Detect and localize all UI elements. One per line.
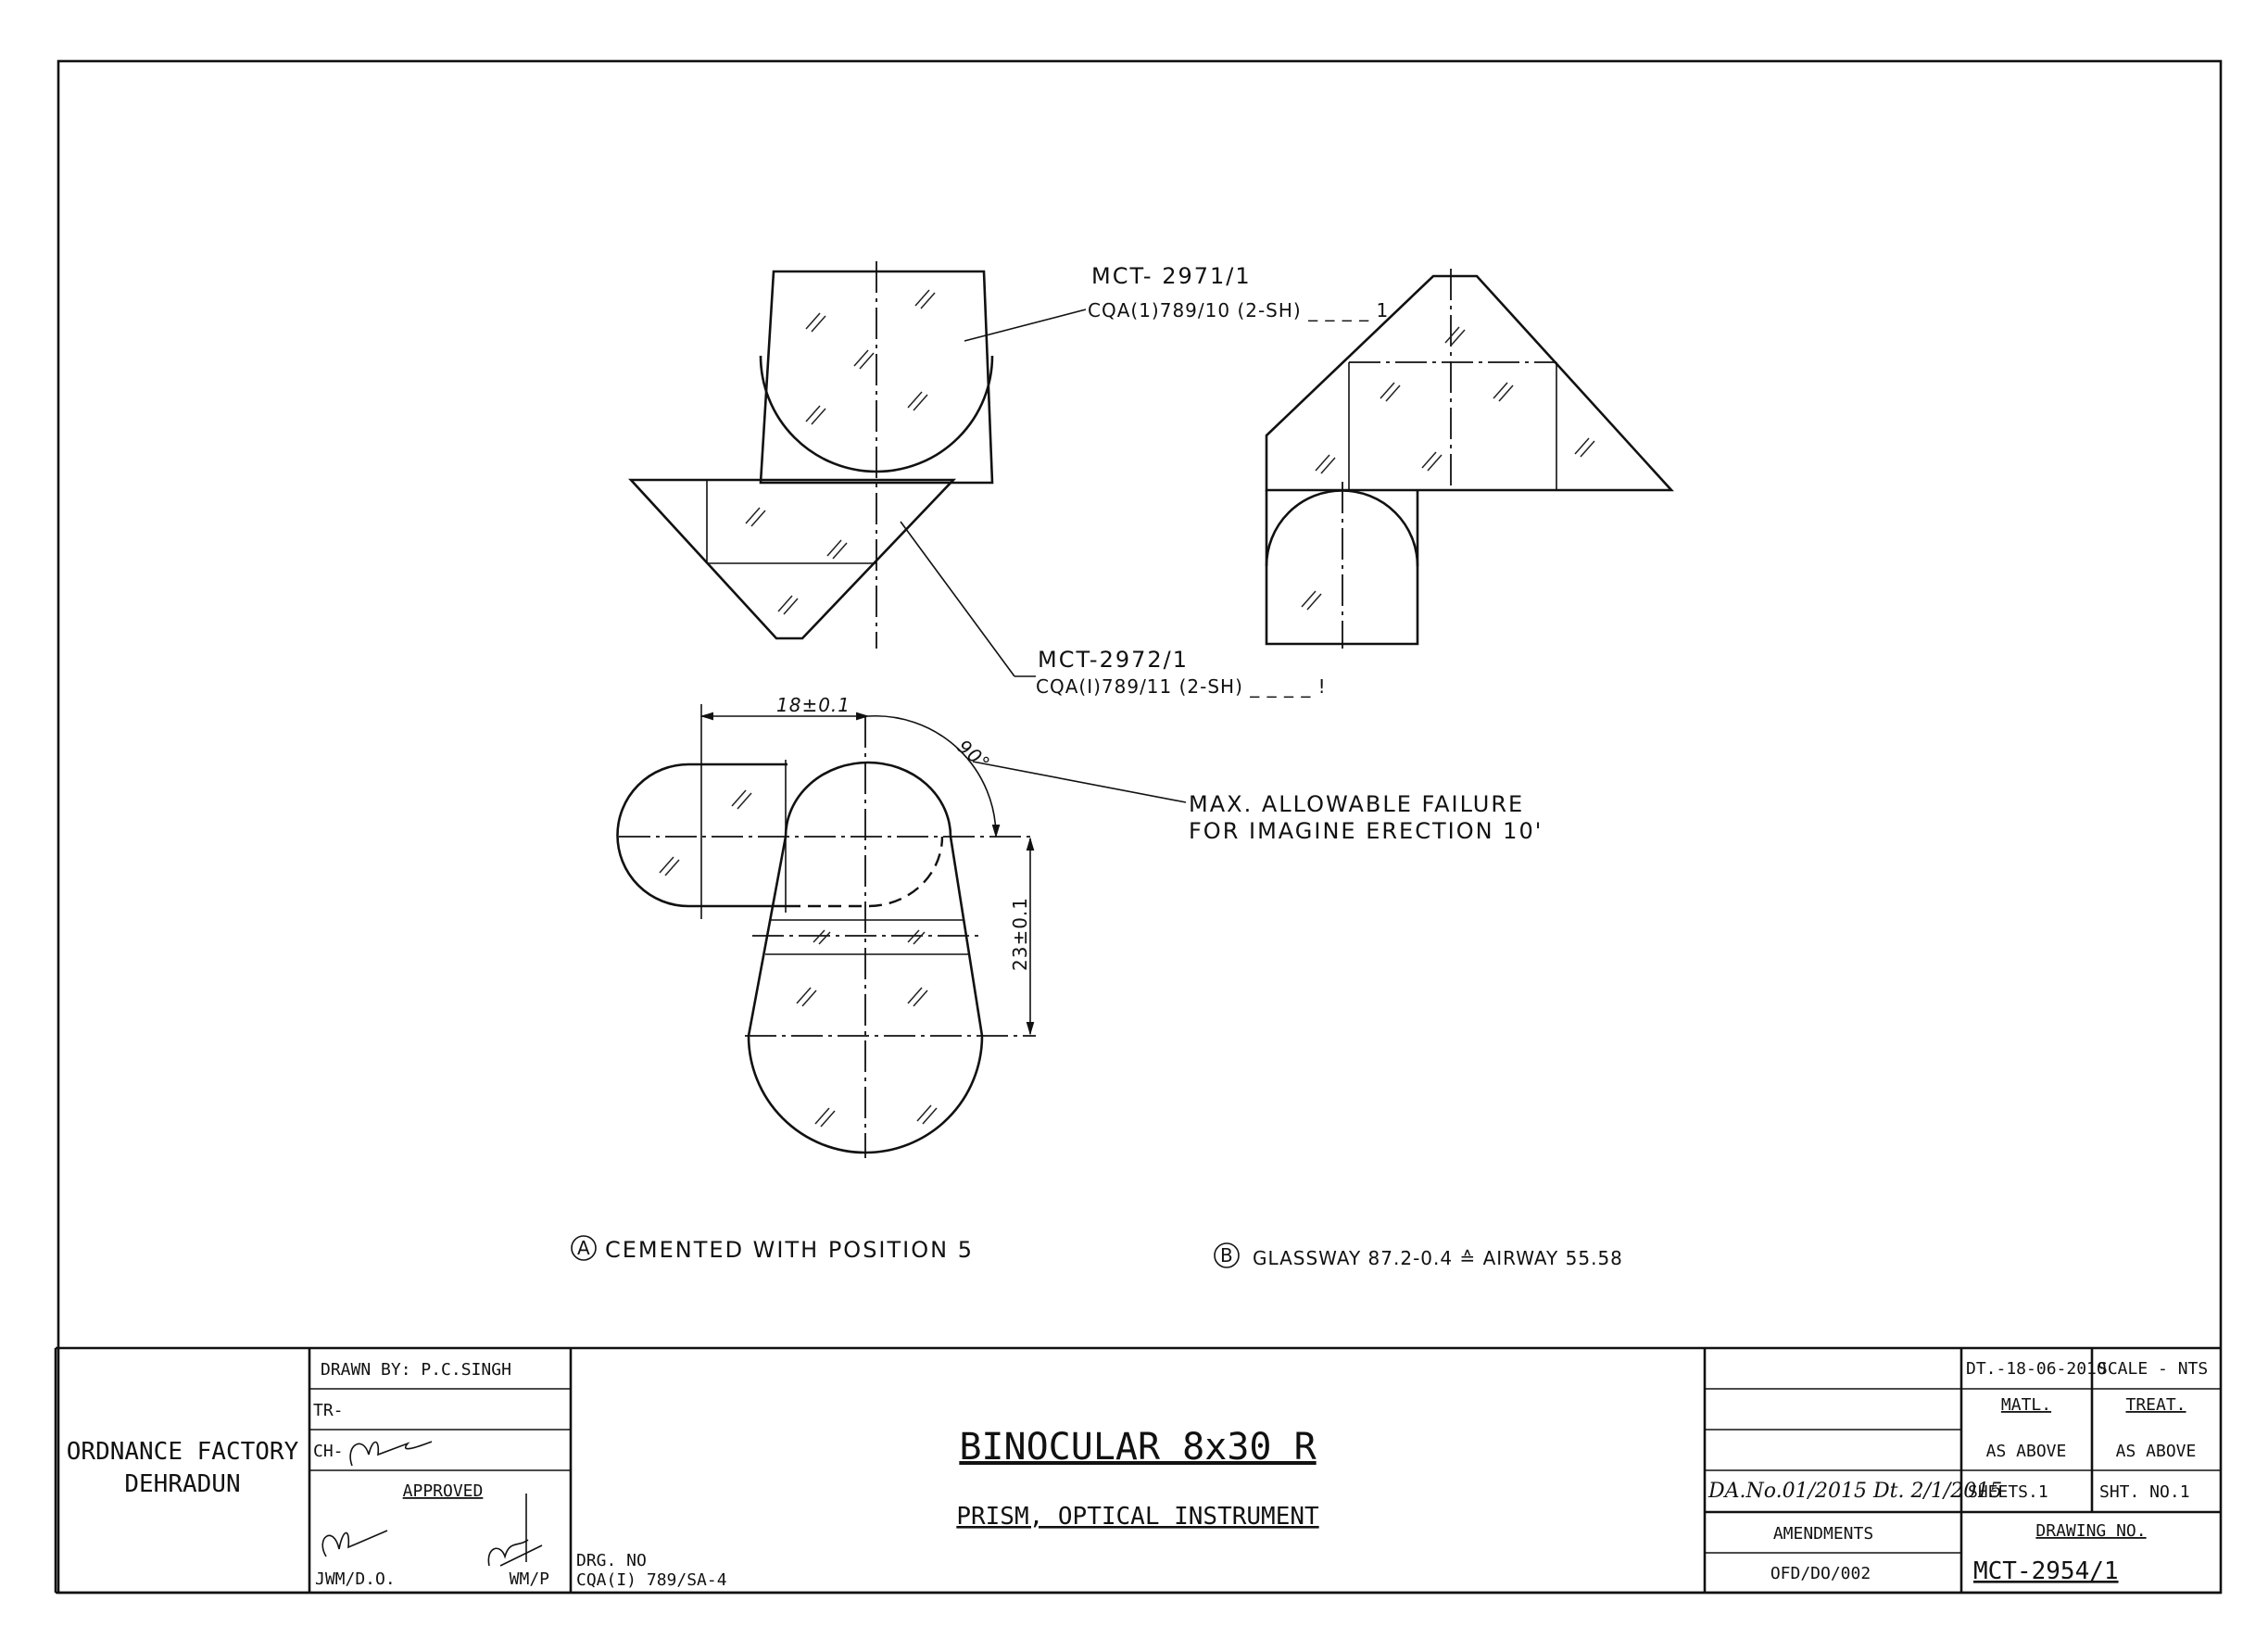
callout-ref-lower: CQA(I)789/11 (2-SH) _ _ _ _ ! <box>1036 675 1327 698</box>
sheets-count: SHEETS.1 <box>1968 1482 2048 1502</box>
drawing-title: BINOCULAR 8x30 R <box>959 1426 1317 1468</box>
dimension-height: 23±0.1 <box>1009 897 1031 971</box>
note-a-text: CEMENTED WITH POSITION 5 <box>605 1237 974 1263</box>
checker-signature <box>349 1441 433 1467</box>
amendments-label: AMENDMENTS <box>1773 1524 1873 1544</box>
note-b-marker: B <box>1220 1244 1234 1267</box>
drawing-no-label: DRAWING NO. <box>2035 1521 2146 1541</box>
title-block <box>54 1346 2221 1594</box>
note-a: A CEMENTED WITH POSITION 5 <box>571 1235 974 1263</box>
drg-no-label: DRG. NO <box>576 1551 647 1570</box>
prism-view-right <box>1265 269 1674 649</box>
note-max-failure-line1: MAX. ALLOWABLE FAILURE <box>1189 791 1524 817</box>
prism-view-top-left <box>628 261 1087 677</box>
organization-name: ORDNANCE FACTORY <box>67 1438 299 1466</box>
approver-right-role: WM/P <box>510 1569 550 1589</box>
approved-label: APPROVED <box>403 1481 484 1501</box>
callout-part-no-upper: MCT- 2971/1 <box>1091 263 1252 289</box>
approver-left-role: JWM/D.O. <box>315 1569 396 1589</box>
circle-a-marker <box>571 1235 597 1261</box>
note-max-failure-line2: FOR IMAGINE ERECTION 10' <box>1189 818 1543 844</box>
dimension-width: 18±0.1 <box>776 694 850 716</box>
prism-view-bottom <box>616 704 1187 1158</box>
drawn-by: DRAWN BY: P.C.SINGH <box>321 1360 511 1380</box>
drawing-scale: SCALE - NTS <box>2098 1359 2208 1379</box>
checked-by: CH- <box>313 1442 344 1461</box>
amendments-ref: OFD/DO/002 <box>1770 1564 1871 1583</box>
note-a-marker: A <box>577 1237 591 1259</box>
circle-b-marker <box>1214 1242 1240 1268</box>
drawing-subtitle: PRISM, OPTICAL INSTRUMENT <box>956 1503 1319 1531</box>
dimension-angle: 90° <box>953 735 995 775</box>
treatment-label: TREAT. <box>2125 1395 2186 1415</box>
drawing-no-value: MCT-2954/1 <box>1973 1557 2119 1585</box>
approver-signature-right <box>487 1494 543 1567</box>
drg-no-value: CQA(I) 789/SA-4 <box>576 1570 727 1590</box>
material-label: MATL. <box>2001 1395 2051 1415</box>
callout-part-no-lower: MCT-2972/1 <box>1038 647 1189 673</box>
callout-ref-upper: CQA(1)789/10 (2-SH) _ _ _ _ 1 <box>1088 299 1389 321</box>
treatment-value: AS ABOVE <box>2116 1442 2197 1461</box>
approver-signature-left <box>321 1530 388 1557</box>
material-value: AS ABOVE <box>1986 1442 2067 1461</box>
amendment-entry: DA.No.01/2015 Dt. 2/1/2015 <box>1707 1480 2002 1503</box>
note-b-text: GLASSWAY 87.2-0.4 ≙ AIRWAY 55.58 <box>1253 1247 1623 1269</box>
sheet-number: SHT. NO.1 <box>2099 1482 2190 1502</box>
drawing-date: DT.-18-06-2010 <box>1966 1359 2107 1379</box>
organization-city: DEHRADUN <box>124 1470 240 1498</box>
note-b: B GLASSWAY 87.2-0.4 ≙ AIRWAY 55.58 <box>1214 1242 1623 1269</box>
traced-by: TR- <box>313 1401 344 1420</box>
